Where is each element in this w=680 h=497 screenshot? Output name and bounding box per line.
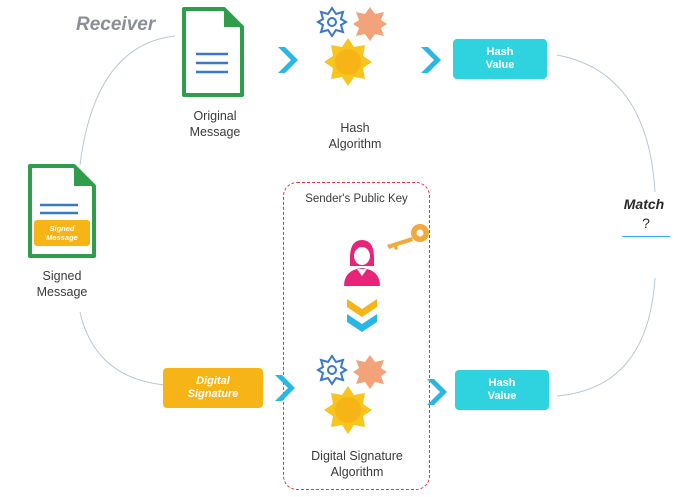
public-key-label: Sender's Public Key bbox=[305, 193, 408, 205]
line-signed-to-signature bbox=[79, 311, 166, 386]
signed-message-label: Signed Message bbox=[36, 269, 88, 299]
document-icon bbox=[182, 7, 244, 97]
digital-signature-box: Digital Signature bbox=[163, 368, 263, 408]
chevron-right-icon bbox=[421, 47, 441, 73]
receiver-title: Receiver bbox=[76, 14, 156, 35]
original-message-label: Original Message bbox=[189, 109, 241, 139]
public-key-region bbox=[283, 182, 430, 490]
line-hash-bottom-to-match bbox=[556, 277, 656, 397]
match-underline bbox=[622, 236, 670, 237]
chevron-right-icon bbox=[275, 375, 295, 401]
chevron-right-icon bbox=[427, 379, 447, 405]
key-icon bbox=[387, 224, 429, 250]
line-hash-top-to-match bbox=[556, 54, 656, 193]
chevron-right-icon bbox=[278, 47, 298, 73]
person-icon bbox=[344, 240, 380, 286]
hash-value-bottom-box: Hash Value bbox=[455, 370, 549, 410]
gear-icon bbox=[316, 6, 387, 86]
match-label: Match bbox=[623, 196, 665, 212]
match-question: ? bbox=[642, 215, 650, 231]
sun-gear-icon bbox=[316, 354, 387, 434]
line-signed-to-original bbox=[79, 35, 176, 166]
chevron-down-icon bbox=[347, 299, 377, 332]
signed-message-badge: Signed Message bbox=[34, 220, 90, 246]
ds-algorithm-label: Digital Signature Algorithm bbox=[311, 449, 403, 479]
hash-algorithm-label: Hash Algorithm bbox=[328, 121, 382, 151]
hash-value-top-box: Hash Value bbox=[453, 39, 547, 79]
